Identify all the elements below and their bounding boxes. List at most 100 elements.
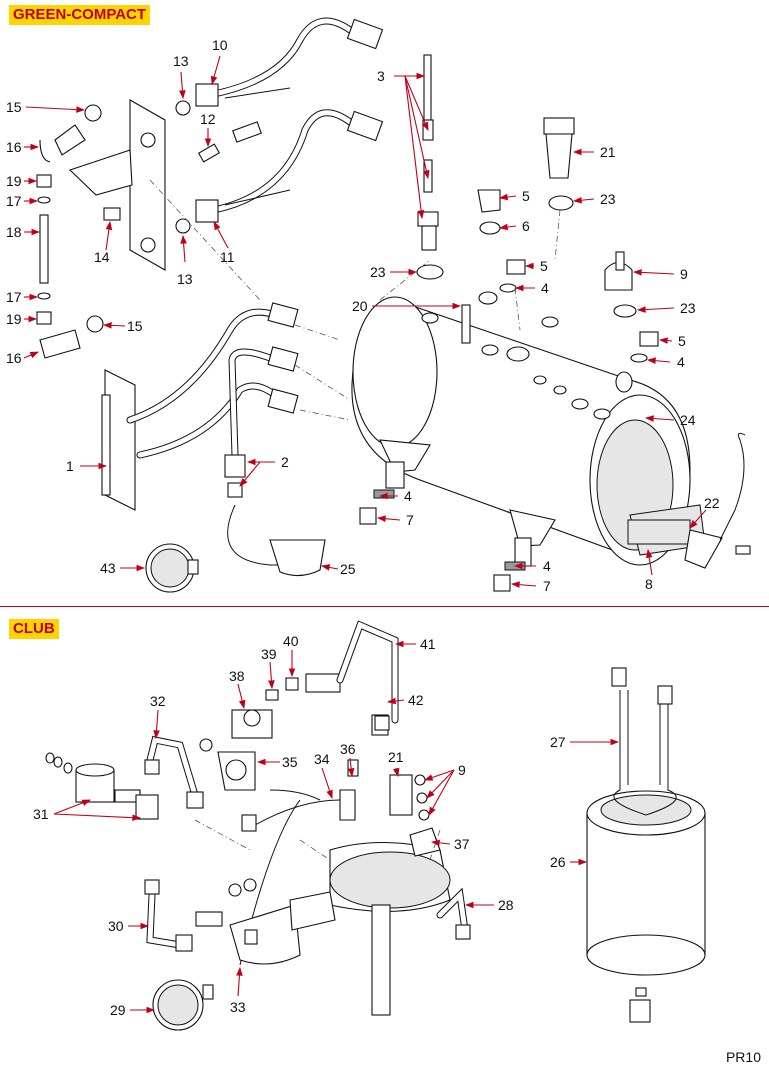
svg-text:37: 37 (454, 836, 470, 852)
svg-text:13: 13 (177, 271, 193, 287)
callout-27: 27 (550, 734, 620, 750)
callout-17a: 17 (6, 193, 39, 209)
svg-text:23: 23 (600, 191, 616, 207)
svg-text:36: 36 (340, 741, 356, 757)
callout-18: 18 (6, 224, 41, 240)
svg-text:29: 29 (110, 1002, 126, 1018)
svg-text:14: 14 (94, 249, 110, 265)
callout-24: 24 (644, 412, 696, 428)
callout-41: 41 (394, 636, 436, 652)
svg-text:12: 12 (200, 111, 216, 127)
svg-text:19: 19 (6, 173, 22, 189)
callout-21: 21 (572, 144, 616, 160)
svg-text:20: 20 (352, 298, 368, 314)
callout-9-club: 9 (423, 762, 466, 816)
svg-text:11: 11 (220, 249, 235, 265)
callout-13a: 13 (173, 53, 189, 100)
svg-text:9: 9 (680, 266, 688, 282)
club-left-assembly (45, 738, 359, 1031)
callout-32: 32 (150, 693, 166, 740)
callout-7a: 7 (376, 512, 414, 528)
svg-text:4: 4 (404, 488, 412, 504)
callout-23b: 23 (572, 191, 616, 207)
section-divider (0, 606, 769, 607)
callout-5a: 5 (498, 188, 530, 204)
svg-text:6: 6 (522, 218, 530, 234)
callout-23a: 23 (370, 264, 418, 280)
callout-21-club: 21 (388, 749, 404, 778)
club-boiler (586, 667, 706, 1023)
callout-38: 38 (229, 668, 246, 710)
callout-26: 26 (550, 854, 588, 870)
svg-text:24: 24 (680, 412, 696, 428)
callout-35: 35 (256, 754, 298, 770)
svg-text:33: 33 (230, 999, 246, 1015)
callout-22: 22 (689, 495, 720, 529)
svg-text:35: 35 (282, 754, 298, 770)
svg-text:22: 22 (704, 495, 720, 511)
manifold-lower-left (101, 302, 326, 593)
svg-text:4: 4 (543, 558, 551, 574)
callout-25: 25 (320, 561, 356, 577)
svg-text:25: 25 (340, 561, 356, 577)
callout-43: 43 (100, 560, 146, 576)
svg-text:9: 9 (458, 762, 466, 778)
svg-text:4: 4 (677, 354, 685, 370)
svg-text:13: 13 (173, 53, 189, 69)
svg-text:18: 18 (6, 224, 22, 240)
callout-37: 37 (430, 836, 470, 852)
svg-text:26: 26 (550, 854, 566, 870)
svg-text:1: 1 (66, 458, 74, 474)
callout-15b: 15 (102, 318, 143, 334)
callout-11: 11 (213, 221, 235, 265)
svg-text:38: 38 (229, 668, 245, 684)
svg-text:19: 19 (6, 311, 22, 327)
svg-text:16: 16 (6, 139, 22, 155)
callout-4a: 4 (514, 280, 549, 296)
svg-text:5: 5 (540, 258, 548, 274)
svg-text:7: 7 (543, 578, 551, 594)
steam-pipes-upper (195, 17, 384, 223)
callout-15a: 15 (6, 99, 86, 115)
callout-3: 3 (377, 68, 430, 220)
callout-19b: 19 (6, 311, 38, 327)
callout-39: 39 (261, 646, 277, 690)
svg-text:4: 4 (541, 280, 549, 296)
svg-text:32: 32 (150, 693, 166, 709)
callouts: 1 2 3 4 4 4 4 5 5 5 6 7 7 8 9 10 11 12 1… (6, 37, 720, 1018)
svg-text:31: 31 (33, 806, 49, 822)
callout-34: 34 (314, 751, 333, 800)
sheet-code: PR10 (725, 1049, 761, 1065)
svg-text:15: 15 (6, 99, 22, 115)
callout-10: 10 (210, 37, 228, 86)
club-pipes (144, 620, 471, 966)
callout-5b: 5 (524, 258, 548, 274)
callout-4d: 4 (513, 558, 551, 574)
svg-text:2: 2 (281, 454, 289, 470)
callout-33: 33 (230, 966, 246, 1015)
svg-text:27: 27 (550, 734, 566, 750)
callout-30: 30 (108, 918, 150, 934)
callout-40: 40 (283, 633, 299, 678)
callout-42: 42 (386, 692, 424, 708)
green-compact-drawing (36, 17, 751, 593)
svg-text:41: 41 (420, 636, 436, 652)
callout-4b: 4 (646, 354, 685, 370)
club-drawing (45, 620, 706, 1031)
section-label-club: CLUB (9, 619, 59, 639)
club-boiler-head (329, 774, 451, 1016)
callout-6: 6 (498, 218, 530, 234)
callout-17b: 17 (6, 289, 39, 305)
svg-text:7: 7 (406, 512, 414, 528)
callout-28: 28 (464, 897, 514, 913)
callout-9: 9 (632, 266, 688, 282)
level-glass-bracket (36, 99, 191, 359)
callout-19a: 19 (6, 173, 38, 189)
callout-14: 14 (94, 220, 113, 265)
svg-text:21: 21 (600, 144, 616, 160)
svg-text:17: 17 (6, 289, 22, 305)
svg-text:42: 42 (408, 692, 424, 708)
callout-2: 2 (239, 454, 289, 487)
callout-23c: 23 (636, 300, 696, 316)
svg-text:5: 5 (522, 188, 530, 204)
